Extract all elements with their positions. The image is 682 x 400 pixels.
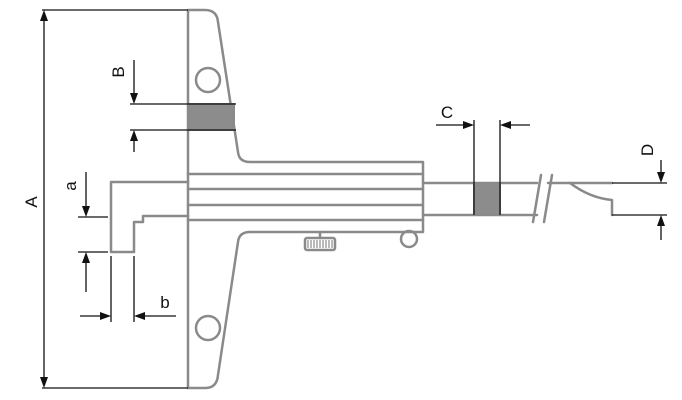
arrow-b-right <box>134 312 145 320</box>
arrow-B-bottom <box>130 130 138 141</box>
gauge-body <box>109 8 614 390</box>
arrow-a-bottom <box>82 252 90 263</box>
rod-break-mark-1 <box>531 173 543 224</box>
screw-knurl <box>307 240 333 248</box>
small-knob <box>399 229 419 249</box>
arrow-C-left <box>463 121 474 129</box>
gauge-base-outline <box>186 8 425 390</box>
base-hole-bottom <box>194 314 222 342</box>
arrow-A-top <box>40 10 48 21</box>
rod-end-profile <box>568 181 614 217</box>
arrow-C-right <box>500 121 511 129</box>
base-hole-top <box>194 66 222 94</box>
label-B: B <box>109 66 128 77</box>
label-b: b <box>160 293 169 312</box>
label-D: D <box>638 144 657 156</box>
arrow-B-top <box>130 93 138 104</box>
dimensions <box>42 9 667 389</box>
arrow-A-bottom <box>40 377 48 388</box>
label-a: a <box>61 181 80 191</box>
arrow-D-bottom <box>657 215 665 226</box>
hook-probe <box>109 180 190 254</box>
hatch-section-base <box>188 103 235 131</box>
arrow-a-top <box>82 206 90 217</box>
arrow-b-left <box>100 312 111 320</box>
arrow-D-top <box>657 172 665 183</box>
label-A: A <box>22 196 41 208</box>
hatch-section-rod <box>473 182 501 216</box>
dimension-arrowheads <box>40 10 665 388</box>
rod-break-mark-2 <box>542 173 554 224</box>
label-C: C <box>441 103 453 122</box>
